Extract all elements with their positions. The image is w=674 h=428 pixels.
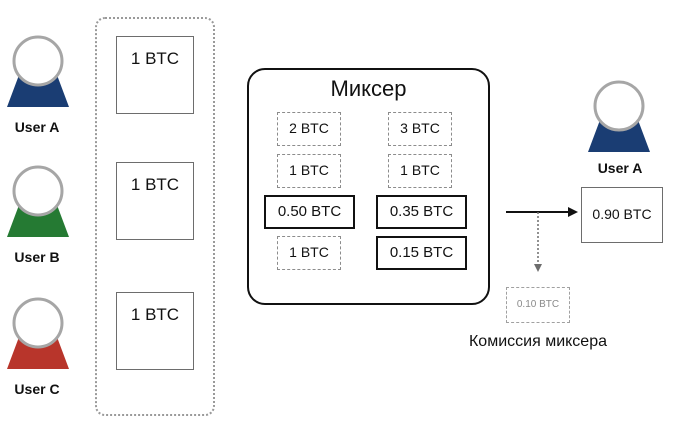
output-user-label: User A — [597, 160, 643, 176]
fee-amount-box: 0.10 BTC — [506, 287, 570, 323]
mixer-title: Миксер — [330, 76, 407, 101]
user-c-label: User C — [14, 381, 60, 397]
mixer-container: Миксер — [247, 68, 490, 305]
mixer-right-chip-1: 3 BTC — [388, 112, 452, 146]
mixer-right-chip-3: 0.35 BTC — [376, 195, 467, 229]
output-user-body — [588, 120, 650, 152]
user-c-head — [12, 297, 64, 349]
input-coin-a: 1 BTC — [116, 36, 194, 114]
output-user-head — [593, 80, 645, 132]
user-a-body — [7, 75, 69, 107]
input-coin-b: 1 BTC — [116, 162, 194, 240]
user-b-avatar-icon — [7, 165, 69, 237]
user-a-head — [12, 35, 64, 87]
mixer-left-chip-4: 1 BTC — [277, 236, 341, 270]
output-user-avatar-icon — [588, 80, 650, 152]
user-a-avatar-icon — [7, 35, 69, 107]
output-arrow-head — [568, 207, 578, 217]
input-coin-c: 1 BTC — [116, 292, 194, 370]
user-a-label: User A — [14, 119, 60, 135]
mixer-left-chip-2: 1 BTC — [277, 154, 341, 188]
user-c-avatar-icon — [7, 297, 69, 369]
user-b-head — [12, 165, 64, 217]
mixer-left-chip-1: 2 BTC — [277, 112, 341, 146]
fee-label: Комиссия миксера — [468, 333, 607, 350]
mixer-right-chip-2: 1 BTC — [388, 154, 452, 188]
user-b-body — [7, 205, 69, 237]
user-b-label: User B — [14, 249, 60, 265]
mixer-left-chip-3: 0.50 BTC — [264, 195, 355, 229]
mixer-right-chip-4: 0.15 BTC — [376, 236, 467, 270]
user-c-body — [7, 337, 69, 369]
inputs-group — [95, 17, 215, 416]
fee-arrow-head — [534, 264, 542, 272]
output-amount-box: 0.90 BTC — [581, 187, 663, 243]
